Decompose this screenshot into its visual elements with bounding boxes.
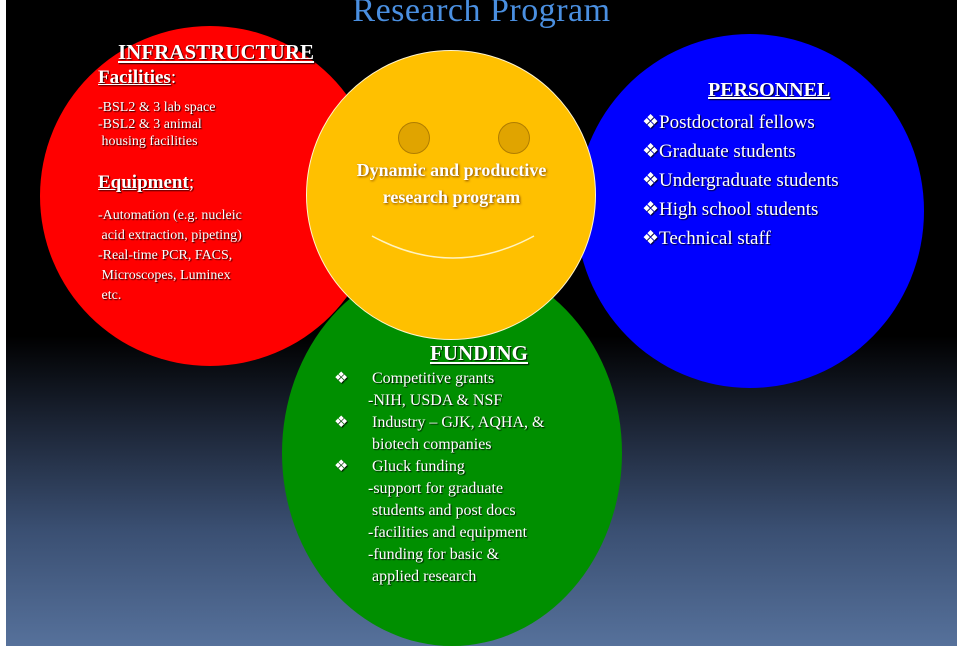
- left-eye-icon: [398, 122, 430, 154]
- personnel-item-label: Graduate students: [659, 141, 796, 162]
- diamond-bullet-icon: ❖: [334, 414, 349, 431]
- facilities-label: Facilities:: [98, 67, 176, 89]
- personnel-item: ❖Graduate students: [642, 137, 839, 166]
- funding-item: ❖ Industry – GJK, AQHA, &: [334, 412, 544, 434]
- personnel-item: ❖Technical staff: [642, 224, 839, 253]
- funding-item-label: Competitive grants: [372, 370, 495, 387]
- facilities-item: -BSL2 & 3 lab space: [98, 100, 216, 115]
- funding-heading: FUNDING: [430, 341, 528, 365]
- funding-item-label: Industry – GJK, AQHA, &: [372, 414, 545, 431]
- funding-subitem: students and post docs: [368, 502, 516, 519]
- smile-icon: [371, 235, 535, 259]
- equipment-item: etc.: [98, 288, 122, 303]
- slide-title: Research Program: [352, 0, 611, 29]
- personnel-item-label: Postdoctoral fellows: [659, 112, 815, 133]
- equipment-item: -Automation (e.g. nucleic: [98, 208, 242, 223]
- diamond-bullet-icon: ❖: [642, 141, 660, 162]
- funding-item: ❖ Competitive grants: [334, 368, 544, 390]
- personnel-item: ❖Undergraduate students: [642, 166, 839, 195]
- funding-subitem: -NIH, USDA & NSF: [368, 392, 503, 409]
- funding-item: ❖ Gluck funding: [334, 456, 544, 478]
- funding-subitem: -support for graduate: [368, 480, 504, 497]
- personnel-item-label: High school students: [659, 199, 819, 220]
- personnel-heading: PERSONNEL: [708, 79, 831, 101]
- funding-item-label: Gluck funding: [372, 458, 465, 475]
- personnel-item: ❖High school students: [642, 195, 839, 224]
- funding-subitem: -funding for basic &: [368, 546, 500, 563]
- personnel-circle: [576, 34, 924, 388]
- diamond-bullet-icon: ❖: [642, 228, 660, 249]
- infrastructure-heading: INFRASTRUCTURE: [118, 40, 315, 64]
- equipment-item: acid extraction, pipeting): [98, 228, 242, 243]
- center-text: Dynamic and productive research program: [356, 160, 547, 207]
- diamond-bullet-icon: ❖: [642, 112, 660, 133]
- funding-list: ❖ Competitive grants -NIH, USDA & NSF ❖ In…: [334, 368, 544, 588]
- funding-subitem: applied research: [368, 568, 477, 585]
- right-eye-icon: [498, 122, 530, 154]
- personnel-item: ❖Postdoctoral fellows: [642, 108, 839, 137]
- equipment-item: -Real-time PCR, FACS,: [98, 248, 233, 263]
- funding-item-continued: biotech companies: [372, 436, 492, 453]
- personnel-item-label: Technical staff: [659, 228, 771, 249]
- equipment-item: Microscopes, Luminex: [98, 268, 231, 283]
- facilities-list: -BSL2 & 3 lab space -BSL2 & 3 animal hou…: [98, 99, 215, 150]
- diamond-bullet-icon: ❖: [334, 458, 349, 475]
- equipment-semicolon: ;: [188, 172, 195, 193]
- equipment-label: Equipment;: [98, 172, 194, 194]
- facilities-item: housing facilities: [98, 134, 198, 149]
- slide: Research Program INFRASTRUCTURE Faciliti…: [6, 0, 957, 646]
- facilities-label-text: Facilities: [98, 67, 171, 88]
- diamond-bullet-icon: ❖: [334, 370, 349, 387]
- facilities-item: -BSL2 & 3 animal: [98, 117, 202, 132]
- smiley-face-icon: [306, 50, 596, 340]
- personnel-item-label: Undergraduate students: [659, 170, 839, 191]
- personnel-list: ❖Postdoctoral fellows ❖Graduate students…: [642, 108, 839, 253]
- funding-subitem: -facilities and equipment: [368, 524, 528, 541]
- equipment-label-text: Equipment: [98, 172, 189, 193]
- facilities-colon: :: [170, 67, 177, 88]
- diamond-bullet-icon: ❖: [642, 199, 660, 220]
- equipment-list: -Automation (e.g. nucleic acid extractio…: [98, 206, 242, 306]
- diamond-bullet-icon: ❖: [642, 170, 660, 191]
